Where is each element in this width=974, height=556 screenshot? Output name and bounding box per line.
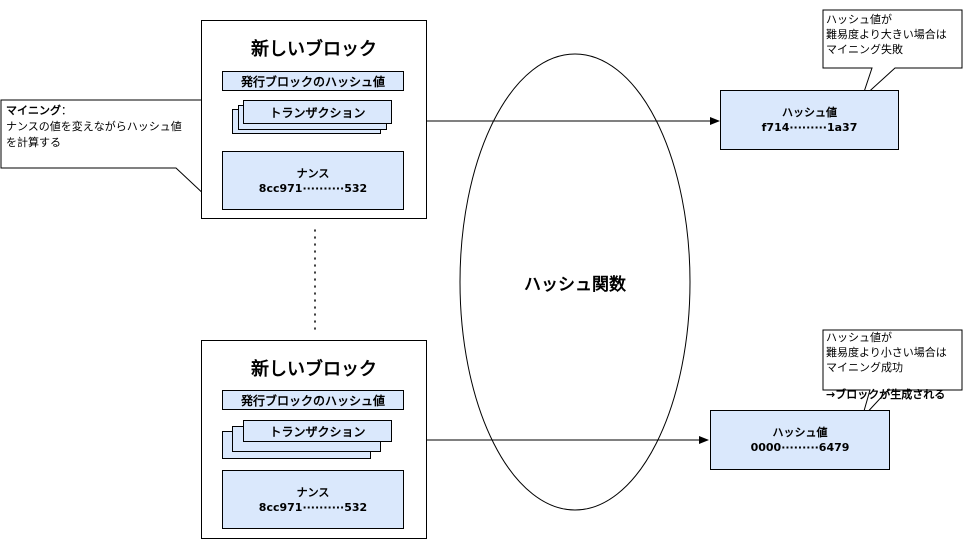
- nonce-value: 8cc971··········532: [258, 500, 368, 514]
- nonce-box: ナンス 8cc971··········532: [222, 470, 404, 529]
- mining-note-title: マイニング: [6, 104, 61, 117]
- success-callout-shape: [822, 329, 963, 419]
- success-note-line2: 難易度より小さい場合は: [826, 346, 947, 359]
- nonce-label: ナンス: [296, 166, 330, 180]
- fail-callout-shape: [822, 9, 963, 100]
- success-note-line1: ハッシュ値が: [826, 331, 892, 344]
- block-title: 新しいブロック: [251, 359, 377, 380]
- fail-note: ハッシュ値が 難易度より大きい場合は マイニング失敗: [826, 12, 947, 57]
- hash-output-value: f714·········1a37: [761, 121, 858, 134]
- success-note: ハッシュ値が 難易度より小さい場合は マイニング成功 →ブロックが生成される: [826, 330, 947, 402]
- nonce-label: ナンス: [296, 485, 330, 499]
- mining-note-line2: を計算する: [6, 136, 61, 149]
- nonce-box: ナンス 8cc971··········532: [222, 151, 404, 210]
- transaction-card: トランザクション: [243, 420, 392, 442]
- hash-output-bottom: ハッシュ値 0000·········6479: [710, 410, 890, 470]
- fail-note-line3: マイニング失敗: [826, 43, 903, 56]
- prev-hash-field: 発行ブロックのハッシュ値: [222, 390, 404, 410]
- hash-function-label: ハッシュ関数: [524, 275, 626, 295]
- mining-note-colon: ：: [61, 104, 72, 117]
- hash-output-label: ハッシュ値: [782, 106, 837, 119]
- hash-output-top: ハッシュ値 f714·········1a37: [720, 90, 899, 150]
- fail-note-line2: 難易度より大きい場合は: [826, 28, 947, 41]
- success-note-line3: マイニング成功: [826, 361, 903, 374]
- hash-output-value: 0000·········6479: [750, 441, 850, 454]
- hash-function-ellipse: [459, 53, 691, 511]
- transaction-card: トランザクション: [243, 100, 392, 124]
- success-note-line4: →ブロックが生成される: [826, 388, 946, 401]
- prev-hash-field: 発行ブロックのハッシュ値: [222, 71, 404, 91]
- fail-note-line1: ハッシュ値が: [826, 13, 892, 26]
- mining-note-line1: ナンスの値を変えながらハッシュ値: [6, 120, 182, 133]
- block-title: 新しいブロック: [251, 39, 377, 60]
- mining-note: マイニング： ナンスの値を変えながらハッシュ値 を計算する: [6, 103, 182, 151]
- nonce-value: 8cc971··········532: [258, 181, 368, 195]
- hash-output-label: ハッシュ値: [772, 426, 828, 439]
